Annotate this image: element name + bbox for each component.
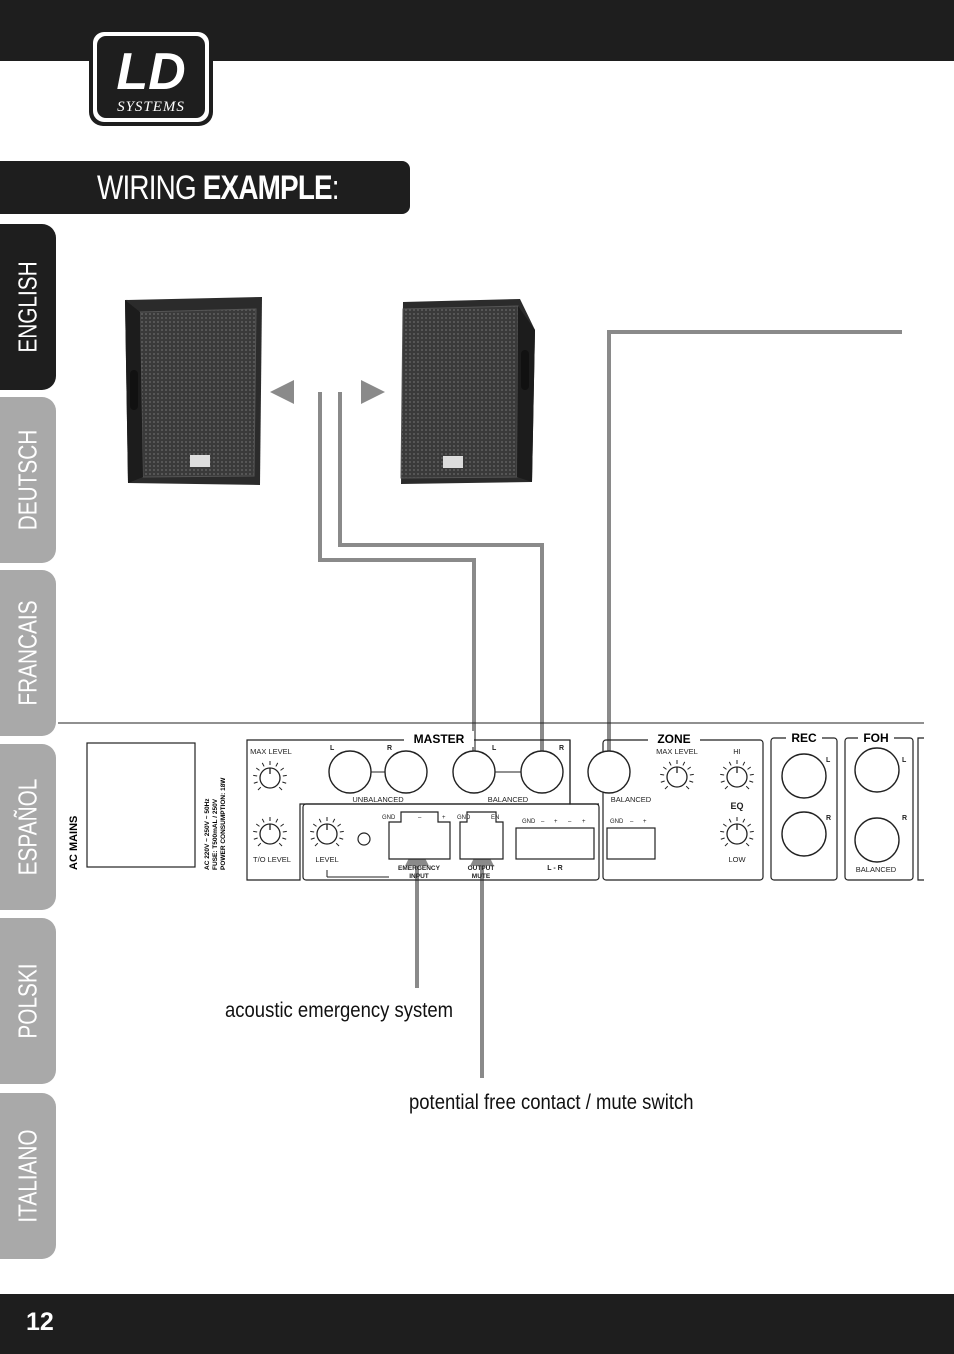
knob (253, 817, 287, 847)
lr-gnd-label: GND (522, 819, 536, 825)
mute-en-label: EN (491, 815, 499, 821)
foh-r-label: R (902, 815, 907, 822)
speaker-handle (130, 370, 138, 410)
foh-l-label: L (902, 757, 907, 764)
knob (720, 817, 754, 847)
mute-gnd-label: GND (457, 815, 471, 821)
indicator-led (357, 832, 371, 846)
emergency-gnd-label: GND (382, 815, 396, 821)
speaker-left (125, 297, 262, 485)
lr-label: L - R (547, 865, 562, 872)
eq-label: EQ (730, 801, 743, 811)
mains-spec-3: POWER CONSUMPTION: 18W (220, 777, 227, 870)
emergency-input-label-1: EMERGENCY (398, 865, 441, 872)
low-label: LOW (728, 855, 746, 864)
zone-balanced-label: BALANCED (611, 795, 652, 804)
emergency-plus-label: + (442, 815, 446, 821)
lr-minus1-label: – (541, 819, 545, 825)
page-title: WIRING EXAMPLE: (97, 169, 340, 207)
knob (660, 760, 694, 790)
rec-l-label: L (826, 757, 831, 764)
hi-label: HI (733, 747, 741, 756)
zone-gnd-label: GND (610, 819, 624, 825)
ac-mains-socket (86, 742, 196, 868)
zone-plus-label: + (643, 819, 647, 825)
zone-label: ZONE (657, 732, 690, 746)
speaker-handle (521, 350, 529, 390)
unbal-r-label: R (387, 745, 392, 752)
unbal-l-label: L (330, 745, 335, 752)
logo-ld-text: LD (116, 43, 185, 101)
ld-systems-logo: LD SYSTEMS (89, 28, 213, 126)
emergency-input-label-2: INPUT (409, 873, 429, 880)
tab-english[interactable]: ENGLISH (0, 224, 56, 390)
speaker-cables (318, 330, 902, 1078)
caption-mute: potential free contact / mute switch (409, 1091, 694, 1114)
emergency-minus-label: – (418, 815, 422, 821)
mains-spec-2: FUSE: T500mAL / 250V (212, 798, 219, 870)
knob (253, 761, 287, 791)
bal-r-label: R (559, 745, 564, 752)
jacks (328, 747, 900, 863)
master-label: MASTER (414, 732, 465, 746)
unbalanced-label: UNBALANCED (352, 795, 404, 804)
knob (720, 760, 754, 790)
rec-r-label: R (826, 815, 831, 822)
lr-plus1-label: + (554, 819, 558, 825)
foh-balanced-label: BALANCED (856, 865, 897, 874)
lr-minus2-label: – (568, 819, 572, 825)
logo-systems-text: SYSTEMS (117, 99, 185, 115)
lr-plus2-label: + (582, 819, 586, 825)
tab-deutsch[interactable]: DEUTSCH (0, 397, 56, 563)
bottom-bar (0, 1294, 954, 1354)
title-banner (0, 161, 410, 214)
output-mute-label-2: MUTE (472, 873, 491, 880)
ac-mains-label: AC MAINS (68, 816, 80, 870)
rec-label: REC (791, 731, 817, 745)
foh-label: FOH (863, 731, 888, 745)
speaker-badge (443, 456, 463, 468)
speaker-badge (190, 455, 210, 467)
tab-espanol[interactable]: ESPAÑOL (0, 744, 56, 910)
caption-emergency: acoustic emergency system (225, 999, 454, 1022)
knobs (253, 760, 754, 847)
tab-polski[interactable]: POLSKI (0, 918, 56, 1084)
zone-max-level-label: MAX LEVEL (656, 747, 698, 756)
speaker-right (400, 299, 535, 484)
bal-l-label: L (492, 745, 497, 752)
max-level-label: MAX LEVEL (250, 747, 292, 756)
terminal-blocks (388, 811, 656, 860)
page-number: 12 (26, 1308, 54, 1336)
level-label: LEVEL (315, 855, 338, 864)
to-level-label: T/O LEVEL (253, 855, 291, 864)
zone-minus-label: – (630, 819, 634, 825)
mains-spec-1: AC 220V ~ 250V ~ 50Hz (204, 798, 211, 870)
tab-francais[interactable]: FRANCAIS (0, 570, 56, 736)
tab-italiano[interactable]: ITALIANO (0, 1093, 56, 1259)
knob (310, 817, 344, 847)
balanced-label: BALANCED (488, 795, 529, 804)
output-mute-label-1: OUTPUT (468, 865, 495, 872)
